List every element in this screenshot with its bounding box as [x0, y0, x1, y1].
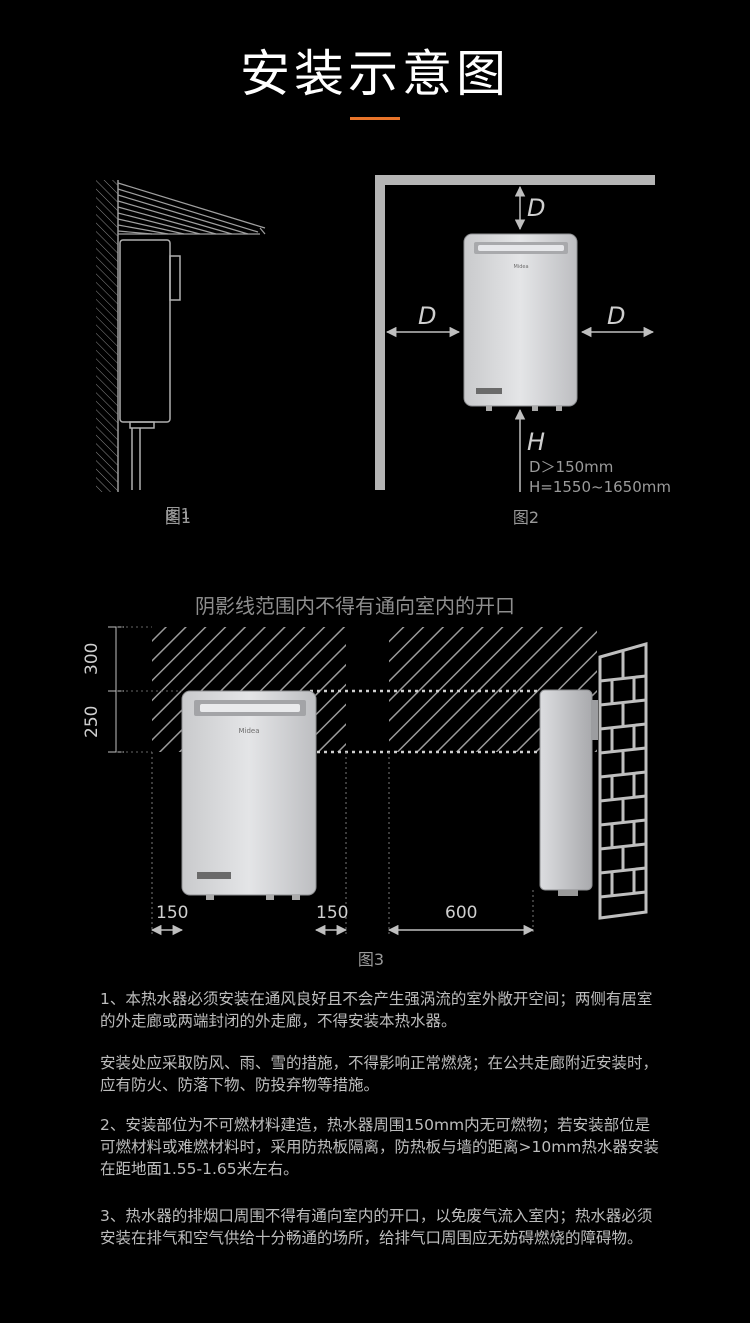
fig3-caption: 图3 [357, 950, 385, 969]
fig2-spec-d: D＞150mm [529, 458, 614, 476]
fig1-wall [96, 180, 118, 492]
fig3-dim-300: 300 [82, 642, 102, 675]
fig3-heater-side [539, 689, 598, 896]
paragraph-2: 安装处应采取防风、雨、雪的措施，不得影响正常燃烧；在公共走廊附近安装时，应有防火… [100, 1054, 659, 1094]
fig2-caption: 图2 [512, 508, 540, 527]
fig3-heading: 阴影线范围内不得有通向室内的开口 [195, 594, 515, 618]
fig3-dim-150-left: 150 [156, 903, 189, 923]
fig3-dim-150-right: 150 [316, 903, 349, 923]
fig1-caption: 图1 [166, 505, 191, 523]
fig3-brick-wall [598, 642, 648, 920]
fig2-label-top: D [527, 194, 546, 222]
fig2-label-left: D [418, 302, 437, 330]
figure-2: Midea [375, 175, 655, 492]
brand-logo: Midea [238, 727, 259, 735]
paragraph-4: 3、热水器的排烟口周围不得有通向室内的开口，以免废气流入室内；热水器必须安装在排… [100, 1207, 653, 1247]
fig1-canopy [117, 182, 266, 235]
fig2-heater: Midea [463, 233, 578, 411]
figure-1 [96, 180, 266, 492]
figure-3: Midea [108, 626, 648, 936]
page-title: 安装示意图 [240, 45, 510, 103]
fig2-label-bottom: H [527, 428, 546, 456]
fig3-dim-250: 250 [82, 705, 102, 738]
paragraph-1: 1、本热水器必须安装在通风良好且不会产生强涡流的室外敞开空间；两侧有居室的外走廊… [100, 990, 653, 1030]
fig2-spec-h: H=1550~1650mm [529, 478, 671, 496]
title-accent-bar [350, 117, 400, 120]
fig3-dim-600: 600 [445, 903, 478, 923]
fig1-heater-side [119, 239, 181, 490]
fig3-heater-front: Midea [181, 690, 317, 900]
svg-text:Midea: Midea [513, 264, 528, 270]
fig2-wall-corner [375, 175, 655, 490]
fig1-caption-text: 图1 [164, 508, 192, 527]
paragraph-3: 2、安装部位为不可燃材料建造，热水器周围150mm内无可燃物；若安装部位是可燃材… [100, 1116, 659, 1178]
fig2-label-right: D [607, 302, 626, 330]
